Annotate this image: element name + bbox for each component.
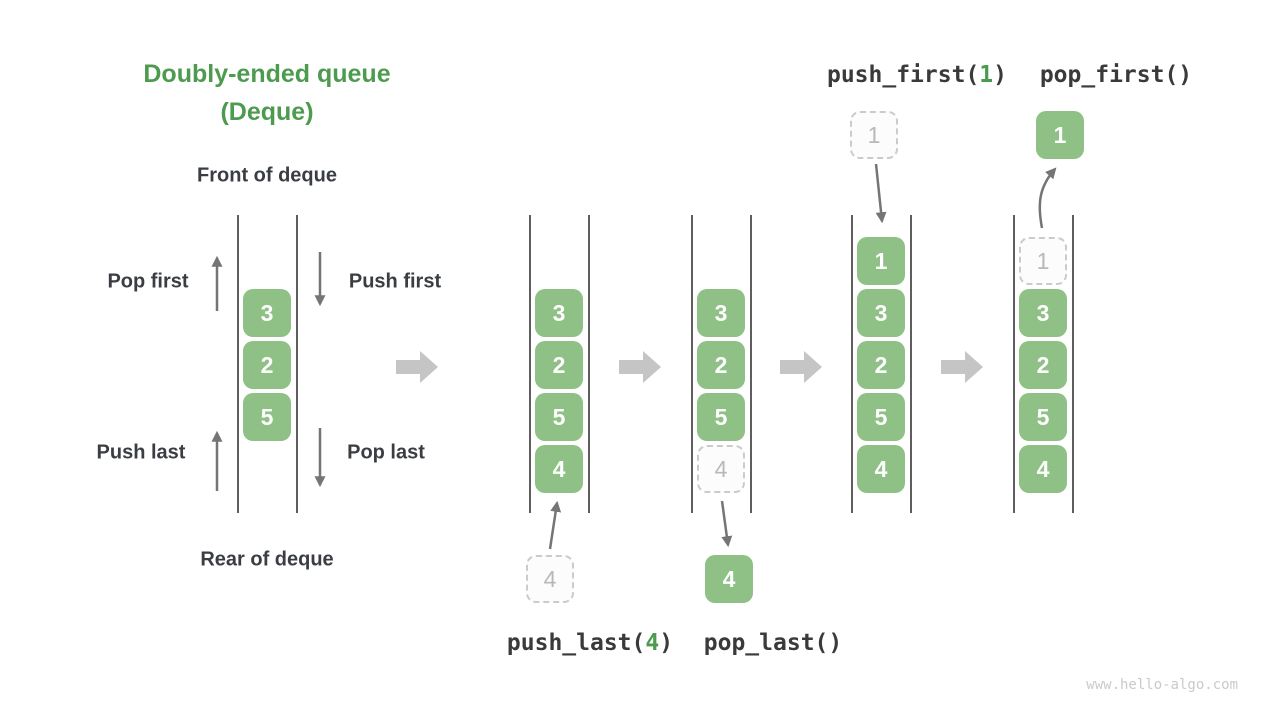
state3-right-wall bbox=[910, 215, 912, 513]
state2-ghost-cell: 4 bbox=[697, 445, 745, 493]
pop-last-label: Pop last bbox=[347, 441, 425, 464]
push-first-label: Push first bbox=[348, 270, 442, 293]
state1-incoming-ghost-cell: 4 bbox=[526, 555, 574, 603]
state4-cell-3: 3 bbox=[1019, 289, 1067, 337]
push-last-code-arg: 4 bbox=[645, 630, 660, 656]
pop-first-code-label: pop_first() bbox=[1039, 62, 1193, 88]
transition-arrow-icon-3 bbox=[780, 351, 822, 383]
state3-cell-5: 5 bbox=[857, 393, 905, 441]
state1-cell-3: 3 bbox=[535, 289, 583, 337]
push-last-label: Push last bbox=[96, 441, 186, 464]
state3-cell-4: 4 bbox=[857, 445, 905, 493]
main-queue-left-wall bbox=[237, 215, 239, 513]
push-first-code-suf: ) bbox=[993, 62, 1008, 88]
transition-arrow-icon-2 bbox=[619, 351, 661, 383]
transition-arrow-icon-1 bbox=[396, 351, 438, 383]
state2-right-wall bbox=[750, 215, 752, 513]
state1-left-wall bbox=[529, 215, 531, 513]
page-title: Doubly-ended queue (Deque) bbox=[143, 55, 390, 131]
state2-cell-2: 2 bbox=[697, 341, 745, 389]
pop-first-label: Pop first bbox=[107, 270, 189, 293]
push-first-code-label: push_first(1) bbox=[827, 62, 1007, 88]
pop-first-remove-arrow-icon bbox=[1038, 167, 1057, 229]
state4-ghost-cell: 1 bbox=[1019, 237, 1067, 285]
state3-cell-3: 3 bbox=[857, 289, 905, 337]
state3-incoming-ghost-cell: 1 bbox=[850, 111, 898, 159]
pop-last-remove-arrow-icon bbox=[720, 500, 733, 548]
state2-cell-5: 5 bbox=[697, 393, 745, 441]
transition-arrow-icon-4 bbox=[941, 351, 983, 383]
state4-left-wall bbox=[1013, 215, 1015, 513]
state3-cell-2: 2 bbox=[857, 341, 905, 389]
title-line-1: Doubly-ended queue bbox=[143, 60, 391, 88]
pop-last-code-label: pop_last() bbox=[703, 630, 843, 656]
state4-cell-2: 2 bbox=[1019, 341, 1067, 389]
push-last-code-label: push_last(4) bbox=[507, 630, 673, 656]
state4-right-wall bbox=[1072, 215, 1074, 513]
state3-cell-1: 1 bbox=[857, 237, 905, 285]
state1-right-wall bbox=[588, 215, 590, 513]
state1-cell-2: 2 bbox=[535, 341, 583, 389]
rear-of-deque-label: Rear of deque bbox=[200, 548, 334, 571]
push-first-insert-arrow-icon bbox=[874, 163, 887, 224]
state3-left-wall bbox=[851, 215, 853, 513]
push-first-code-arg: 1 bbox=[979, 62, 994, 88]
main-queue-right-wall bbox=[296, 215, 298, 513]
push-last-insert-arrow-icon bbox=[548, 500, 562, 550]
main-cell-3: 3 bbox=[243, 289, 291, 337]
front-of-deque-label: Front of deque bbox=[197, 164, 337, 187]
watermark: www.hello-algo.com bbox=[1086, 677, 1238, 693]
state4-cell-5: 5 bbox=[1019, 393, 1067, 441]
push-first-code-pre: push_first( bbox=[826, 62, 980, 88]
push-last-code-pre: push_last( bbox=[506, 630, 646, 656]
main-cell-2: 2 bbox=[243, 341, 291, 389]
state2-cell-3: 3 bbox=[697, 289, 745, 337]
state2-outgoing-cell: 4 bbox=[705, 555, 753, 603]
state4-cell-4: 4 bbox=[1019, 445, 1067, 493]
state1-cell-5: 5 bbox=[535, 393, 583, 441]
state1-cell-4: 4 bbox=[535, 445, 583, 493]
state4-outgoing-cell: 1 bbox=[1036, 111, 1084, 159]
push-last-code-suf: ) bbox=[659, 630, 674, 656]
title-line-2: (Deque) bbox=[220, 98, 314, 126]
state2-left-wall bbox=[691, 215, 693, 513]
main-cell-5: 5 bbox=[243, 393, 291, 441]
